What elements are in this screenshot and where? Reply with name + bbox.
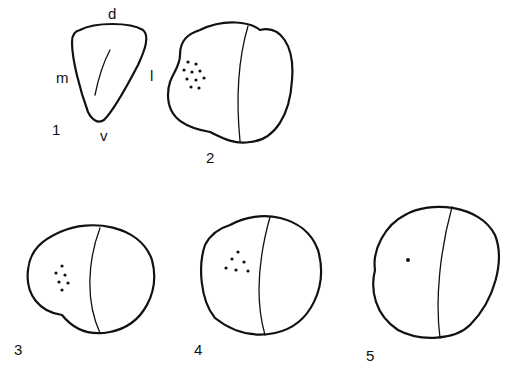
section-number: 3 xyxy=(14,342,22,357)
cell-dots xyxy=(182,60,205,89)
midline xyxy=(238,26,248,141)
midline xyxy=(95,50,110,95)
section-outline xyxy=(72,24,146,122)
midline xyxy=(90,228,100,333)
cell-dots xyxy=(406,258,410,262)
orientation-label: l xyxy=(150,68,153,83)
orientation-label: m xyxy=(56,70,69,85)
cell-dots xyxy=(224,250,249,272)
section-outline xyxy=(201,216,321,334)
section-outline xyxy=(28,225,154,333)
midline xyxy=(438,207,452,338)
section-number: 1 xyxy=(52,122,60,137)
orientation-label: v xyxy=(100,128,108,143)
cell-dots xyxy=(54,264,69,291)
section-outline xyxy=(373,207,499,338)
orientation-label: d xyxy=(108,6,116,21)
section-number: 2 xyxy=(206,150,214,165)
section-number: 4 xyxy=(194,342,202,357)
midline xyxy=(259,217,270,335)
section-number: 5 xyxy=(366,348,374,363)
section-outline xyxy=(168,22,292,142)
